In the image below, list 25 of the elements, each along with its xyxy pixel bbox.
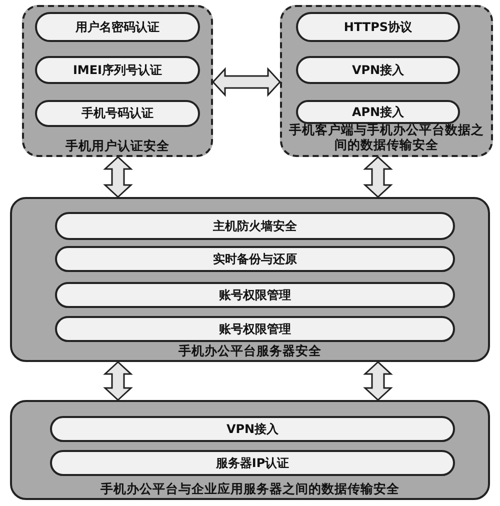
item-pill: VPN接入: [296, 56, 460, 84]
double-arrow: [363, 156, 393, 198]
item-pill: VPN接入: [50, 416, 455, 442]
group-title: 手机客户端与手机办公平台数据之间的数据传输安全: [288, 122, 485, 152]
item-pill: 服务器IP认证: [50, 450, 455, 476]
item-pill: IMEI序列号认证: [35, 56, 200, 84]
item-pill: 实时备份与还原: [55, 246, 455, 272]
group-panel: [10, 400, 490, 500]
item-pill: 手机号码认证: [35, 100, 200, 127]
double-arrow: [212, 67, 282, 97]
double-arrow: [103, 360, 133, 402]
group-title: 手机办公平台与企业应用服务器之间的数据传输安全: [100, 481, 400, 496]
group-panel: [280, 5, 493, 157]
group-panel: [10, 197, 490, 362]
group-panel: [22, 5, 213, 157]
group-title: 手机用户认证安全: [64, 138, 170, 153]
double-arrow: [103, 156, 133, 198]
item-pill: 账号权限管理: [55, 316, 455, 342]
group-title: 手机办公平台服务器安全: [178, 343, 322, 358]
item-pill: HTTPS协议: [296, 12, 460, 42]
double-arrow: [363, 360, 393, 402]
item-pill: APN接入: [296, 100, 460, 124]
item-pill: 主机防火墙安全: [55, 212, 455, 240]
item-pill: 用户名密码认证: [35, 12, 200, 42]
item-pill: 账号权限管理: [55, 282, 455, 308]
